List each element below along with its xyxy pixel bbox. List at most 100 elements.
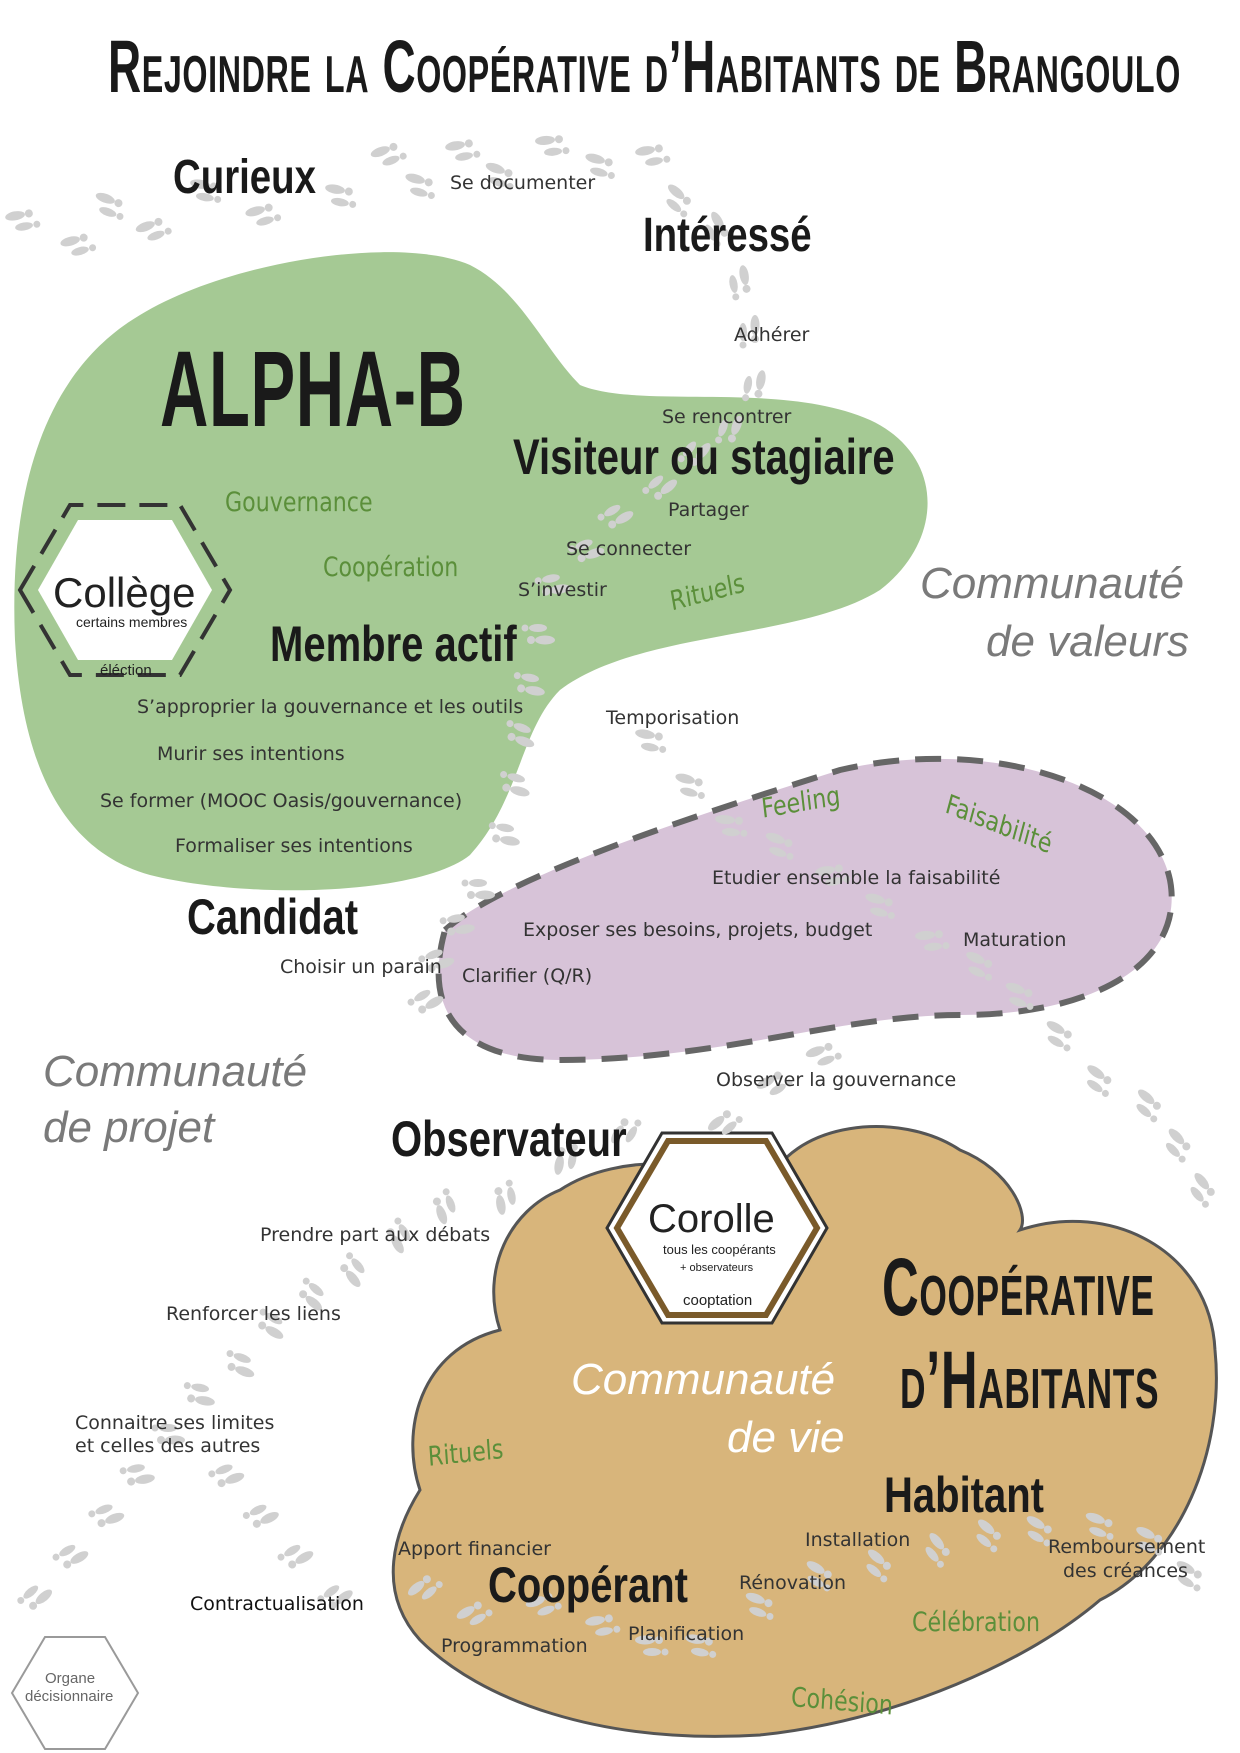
step-formaliser: Formaliser ses intentions: [175, 835, 413, 857]
footprint: [325, 184, 357, 208]
college-name: Collège: [53, 569, 196, 616]
footprint: [513, 672, 545, 696]
footprint: [17, 1585, 53, 1610]
footprints-icon: [5, 135, 1215, 1658]
footprint: [666, 184, 691, 218]
step-apport: Apport financier: [398, 1538, 551, 1560]
footprint: [815, 864, 851, 886]
corolle-members-1: tous les coopérants: [663, 1242, 776, 1257]
footprint: [432, 1188, 456, 1225]
footprint: [488, 822, 520, 846]
footprint: [317, 1585, 353, 1610]
step-se-documenter: Se documenter: [450, 172, 596, 194]
alpha-b-label: ALPHA-B: [160, 328, 466, 449]
footprint: [585, 153, 615, 179]
step-clarifier: Clarifier (Q/R): [462, 965, 593, 987]
role-observateur: Observateur: [391, 1111, 627, 1167]
footprint: [715, 415, 743, 444]
footprint: [190, 179, 222, 203]
footprint: [456, 1601, 493, 1626]
footprint: [226, 1350, 255, 1378]
step-programmation: Programmation: [441, 1635, 588, 1657]
college-mode: éléction: [100, 662, 152, 679]
step-s-investir: S’investir: [518, 579, 607, 601]
step-remboursement-2: des créances: [1063, 1560, 1188, 1582]
footprint: [611, 1118, 642, 1144]
step-installation: Installation: [805, 1529, 911, 1551]
footprint: [299, 1277, 324, 1311]
step-se-former: Se former (MOOC Oasis/gouvernance): [100, 790, 463, 812]
step-etudier: Etudier ensemble la faisabilité: [712, 867, 1001, 889]
community-vie-1: Communauté: [571, 1355, 836, 1404]
footprint: [1005, 982, 1034, 1010]
footprint: [765, 832, 794, 860]
role-interesse: Intéressé: [643, 209, 812, 262]
step-observer: Observer la gouvernance: [716, 1069, 957, 1091]
footprint: [1165, 1128, 1191, 1163]
step-choisir-parrain: Choisir un parain: [280, 956, 442, 978]
role-habitant: Habitant: [884, 1467, 1044, 1523]
community-projet-1: Communauté: [43, 1047, 308, 1096]
footprint: [635, 144, 671, 166]
footprint: [208, 1464, 245, 1488]
footprint: [135, 217, 172, 241]
footprint: [1087, 1065, 1112, 1097]
footprint: [418, 949, 455, 973]
theme-celebration: Célébration: [912, 1607, 1040, 1638]
footprint: [461, 879, 495, 900]
footprint: [407, 1575, 443, 1600]
step-planification: Planification: [628, 1623, 745, 1645]
footprint: [568, 539, 605, 563]
community-vie-2: de vie: [727, 1413, 845, 1462]
community-valeurs-1: Communauté: [920, 559, 1185, 608]
footprint: [370, 142, 407, 166]
college-hexagon-icon: [17, 503, 233, 677]
footprint: [635, 1635, 669, 1656]
footprint: [745, 1592, 774, 1620]
cooperative-label-line1: Coopérative: [882, 1242, 1155, 1333]
footprint: [258, 1308, 284, 1339]
footprint: [925, 1532, 950, 1568]
community-projet-2: de projet: [43, 1103, 215, 1152]
footprint: [405, 173, 435, 199]
alpha-b-zone: [14, 252, 928, 891]
footprint: [685, 1634, 717, 1658]
step-adherer: Adhérer: [734, 324, 810, 346]
footprint: [976, 1519, 1001, 1553]
footprint: [865, 893, 895, 919]
footprint: [119, 1464, 155, 1486]
college-members: certains membres: [76, 614, 188, 630]
footprint: [742, 370, 766, 402]
footprint: [525, 1592, 562, 1616]
footprint: [1176, 1561, 1202, 1592]
role-visiteur: Visiteur ou stagiaire: [513, 429, 895, 485]
footprint: [915, 930, 950, 951]
step-renforcer: Renforcer les liens: [166, 1303, 341, 1325]
footprint: [1190, 1172, 1215, 1208]
footprint: [445, 139, 481, 161]
step-se-connecter: Se connecter: [566, 538, 692, 560]
footprint: [95, 192, 124, 220]
footprint: [677, 441, 711, 466]
footprint: [866, 1549, 891, 1583]
footprint: [183, 1382, 215, 1406]
footprint: [739, 315, 760, 349]
legend-hexagon-icon: [10, 1636, 140, 1750]
footprint: [715, 814, 748, 837]
footprint: [675, 773, 705, 799]
footprint: [554, 1143, 578, 1175]
footprint: [704, 211, 729, 248]
step-connaitre-2: et celles des autres: [75, 1435, 261, 1457]
step-contractualisation: Contractualisation: [190, 1593, 364, 1615]
footprint: [756, 1071, 793, 1096]
footprint: [506, 720, 535, 748]
role-membre-actif: Membre actif: [270, 616, 517, 672]
step-prendre-part: Prendre part aux débats: [260, 1224, 491, 1246]
footprint: [1046, 1021, 1072, 1052]
step-partager: Partager: [668, 499, 749, 521]
corolle-mode: cooptation: [683, 1292, 753, 1309]
footprint: [242, 1504, 279, 1528]
step-exposer: Exposer ses besoins, projets, budget: [523, 919, 873, 941]
